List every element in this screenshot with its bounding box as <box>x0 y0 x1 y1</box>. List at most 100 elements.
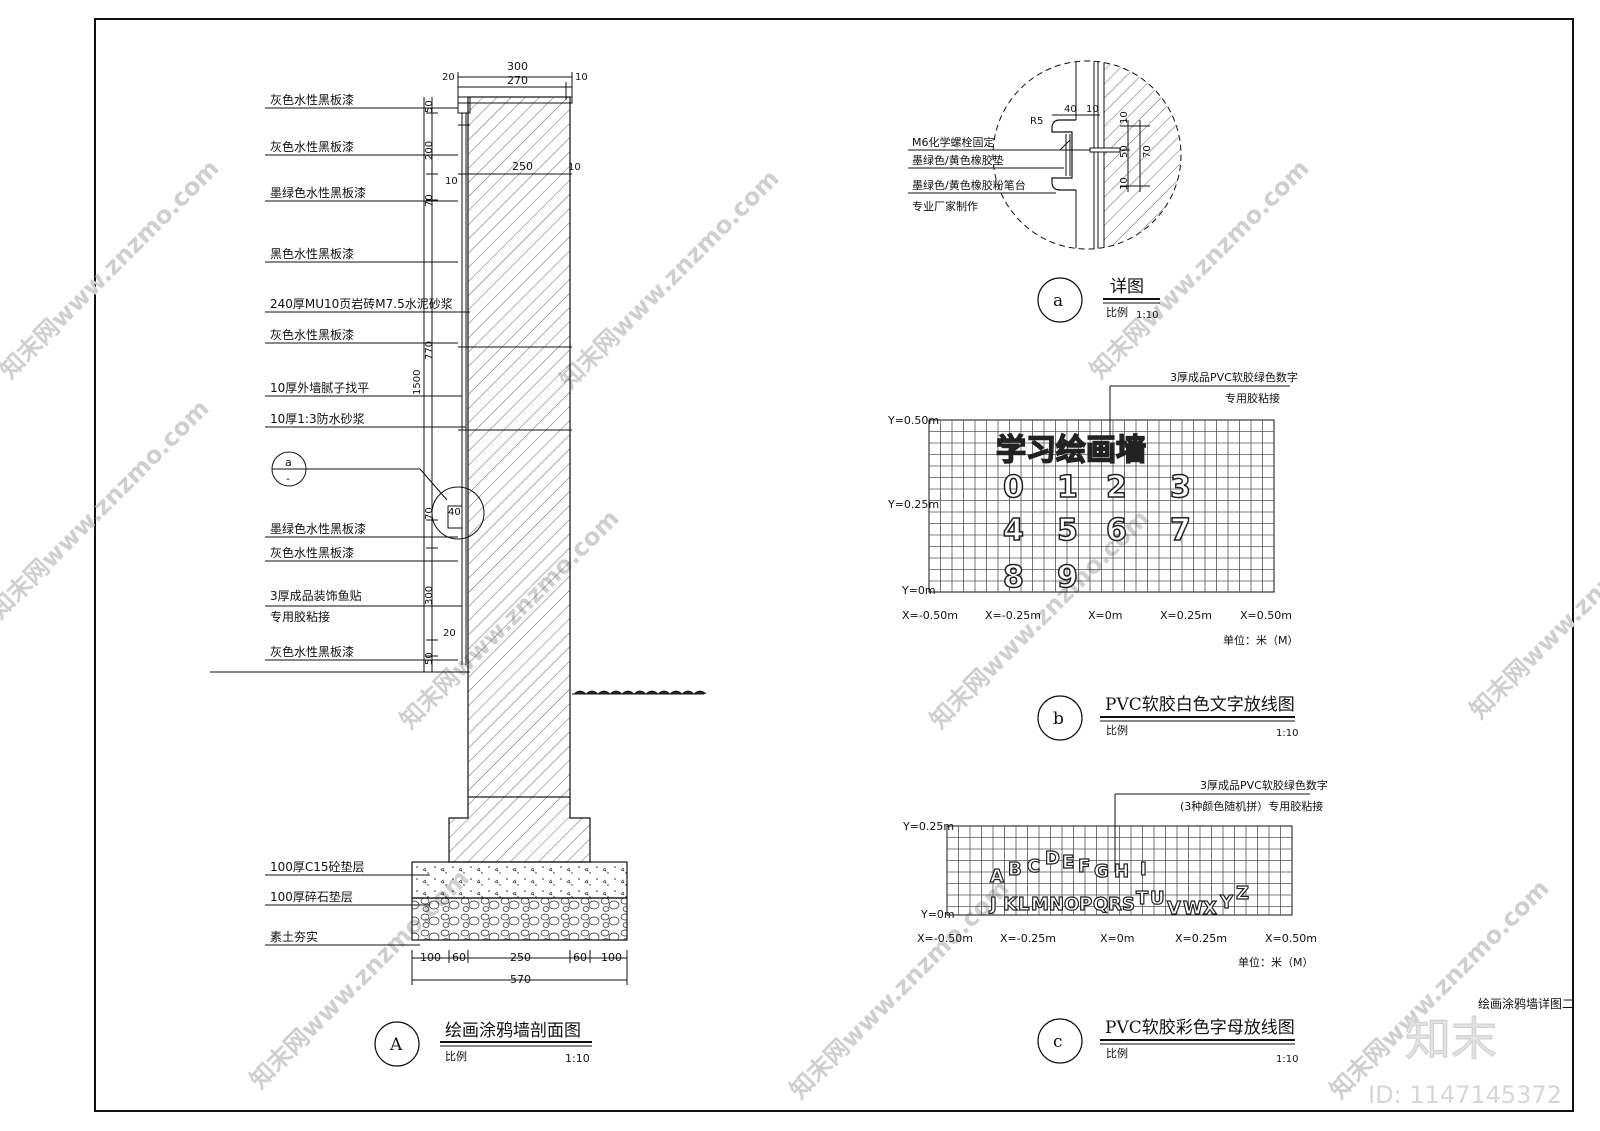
dim-label: 10 <box>1119 111 1130 124</box>
callout-label: 墨绿色/黄色橡胶垫 <box>912 153 1004 167</box>
section-a-drawing <box>210 72 707 985</box>
detail-c-title: PVC软胶彩色字母放线图 <box>1105 1018 1295 1038</box>
dim-label: 200 <box>424 141 435 160</box>
headline-text: 学习绘画墙 <box>996 433 1146 468</box>
sheet-border <box>94 18 1574 1112</box>
letter: X <box>1203 898 1217 919</box>
x-axis-label: X=0.25m <box>1175 932 1227 945</box>
dim-label: 10 <box>568 162 581 173</box>
base-callout-label: 100厚C15砼垫层 <box>270 859 365 874</box>
digit: 2 <box>1106 470 1127 505</box>
letter: L <box>1018 894 1029 915</box>
y-axis-label: Y=0.25m <box>902 820 954 833</box>
section-a-leaders <box>265 107 470 946</box>
scale-label: 比例 <box>1106 305 1128 319</box>
letters-row-1: A B C D E F G H I <box>989 847 1147 887</box>
note-line: 专用胶粘接 <box>1225 391 1280 405</box>
concrete-layer <box>411 861 628 899</box>
callout-label: 灰色水性黑板漆 <box>270 546 354 560</box>
x-axis-label: X=0m <box>1088 609 1122 622</box>
letter: Q <box>1093 894 1108 915</box>
unit-label: 单位：米（M） <box>1223 633 1299 647</box>
callout-label: 专业厂家制作 <box>912 199 978 213</box>
detail-c-drawing <box>946 793 1310 916</box>
y-axis-label: Y=0m <box>901 584 936 597</box>
dim-label: 60 <box>573 951 587 964</box>
dim-label: 300 <box>507 60 528 73</box>
scale-value: 1:10 <box>565 1052 590 1065</box>
watermark-layer: 知末网www.znzmo.com 知末网www.znzmo.com 知末网www… <box>0 154 1600 1104</box>
letter: J <box>988 894 997 915</box>
detail-c-grid <box>947 826 1292 915</box>
x-axis-label: X=0m <box>1100 932 1134 945</box>
dim-label: 60 <box>452 951 466 964</box>
y-axis-label: Y=0.25m <box>887 498 939 511</box>
scale-value: 1:10 <box>1276 728 1298 739</box>
section-a-circle <box>374 1021 420 1067</box>
title-block: 绘画涂鸦墙详图二 知末 ID: 1147145372 <box>1368 996 1574 1109</box>
letter: D <box>1045 848 1060 869</box>
detail-c-circle-label: c <box>1053 1032 1063 1052</box>
dim-label: 20 <box>443 628 456 639</box>
digit: 9 <box>1057 560 1078 595</box>
letter: A <box>990 866 1004 887</box>
dim-label: 570 <box>510 973 531 986</box>
callout-label: 240厚MU10页岩砖M7.5水泥砂浆 <box>270 296 453 311</box>
watermark: 知末网www.znzmo.com <box>1464 494 1600 724</box>
detail-b-title-circle <box>1037 695 1083 741</box>
callout-label: 灰色水性黑板漆 <box>270 645 354 659</box>
dim-label: 100 <box>420 951 441 964</box>
callout-label: 墨绿色/黄色橡胶粉笔台 <box>912 178 1026 192</box>
dim-label: 10 <box>575 72 588 83</box>
watermark: 知末网www.znzmo.com <box>554 164 784 394</box>
detail-b-grid <box>929 420 1274 592</box>
digit: 4 <box>1003 513 1024 548</box>
digit: 3 <box>1170 470 1191 505</box>
note-line: 3厚成品PVC软胶绿色数字 <box>1200 778 1328 792</box>
detail-c-texts: 3厚成品PVC软胶绿色数字 (3种颜色随机拼）专用胶粘接 Y=0.25m Y=0… <box>902 778 1328 1065</box>
dim-label: 100 <box>601 951 622 964</box>
detail-b-title: PVC软胶白色文字放线图 <box>1105 695 1295 715</box>
detail-marker-top: a <box>285 456 292 469</box>
callout-label: 灰色水性黑板漆 <box>270 93 354 107</box>
note-line: (3种颜色随机拼）专用胶粘接 <box>1180 799 1323 813</box>
dim-label: 300 <box>424 586 435 605</box>
letter: G <box>1094 861 1109 882</box>
letter: W <box>1183 898 1203 919</box>
letter: F <box>1078 856 1090 877</box>
letters-row-2: J K L M N O P Q R S T U V W X Y Z <box>987 882 1249 919</box>
y-axis-label: Y=0.50m <box>887 414 939 427</box>
dim-label: 70 <box>424 507 435 520</box>
dim-label: 250 <box>510 951 531 964</box>
dim-label: 10 <box>445 176 458 187</box>
brand-logo: 知末 <box>1405 1012 1497 1066</box>
dim-label: R5 <box>1030 116 1043 127</box>
digit: 8 <box>1003 560 1024 595</box>
section-a-circle-label: A <box>389 1035 403 1055</box>
letter: I <box>1140 859 1147 880</box>
callout-label: 墨绿色水性黑板漆 <box>270 521 366 536</box>
x-axis-label: X=0.50m <box>1265 932 1317 945</box>
section-a-callout-texts: 灰色水性黑板漆 灰色水性黑板漆 墨绿色水性黑板漆 黑色水性黑板漆 240厚MU1… <box>270 60 622 1067</box>
x-axis-label: X=0.50m <box>1240 609 1292 622</box>
letter: E <box>1062 852 1074 873</box>
x-axis-label: X=-0.50m <box>917 932 973 945</box>
digit: 5 <box>1057 513 1078 548</box>
dim-label: 270 <box>507 74 528 87</box>
dim-label: 50 <box>424 652 435 665</box>
dim-label: 50 <box>424 100 435 113</box>
detail-b-texts: 3厚成品PVC软胶绿色数字 专用胶粘接 Y=0.50m Y=0.25m Y=0m… <box>887 370 1299 741</box>
unit-label: 单位：米（M） <box>1238 955 1314 969</box>
scale-value: 1:10 <box>1136 310 1158 321</box>
scale-label: 比例 <box>445 1049 467 1063</box>
scale-label: 比例 <box>1106 723 1128 737</box>
section-a-title: 绘画涂鸦墙剖面图 <box>445 1021 581 1041</box>
dim-label: 770 <box>424 341 435 360</box>
base-callout-label: 素土夯实 <box>270 929 318 944</box>
dim-label: 70 <box>424 194 435 207</box>
x-axis-label: X=0.25m <box>1160 609 1212 622</box>
wall-body <box>467 96 571 798</box>
detail-a-title-circle <box>1037 277 1083 323</box>
letter: R <box>1108 894 1122 915</box>
detail-c-title-circle <box>1037 1018 1083 1064</box>
